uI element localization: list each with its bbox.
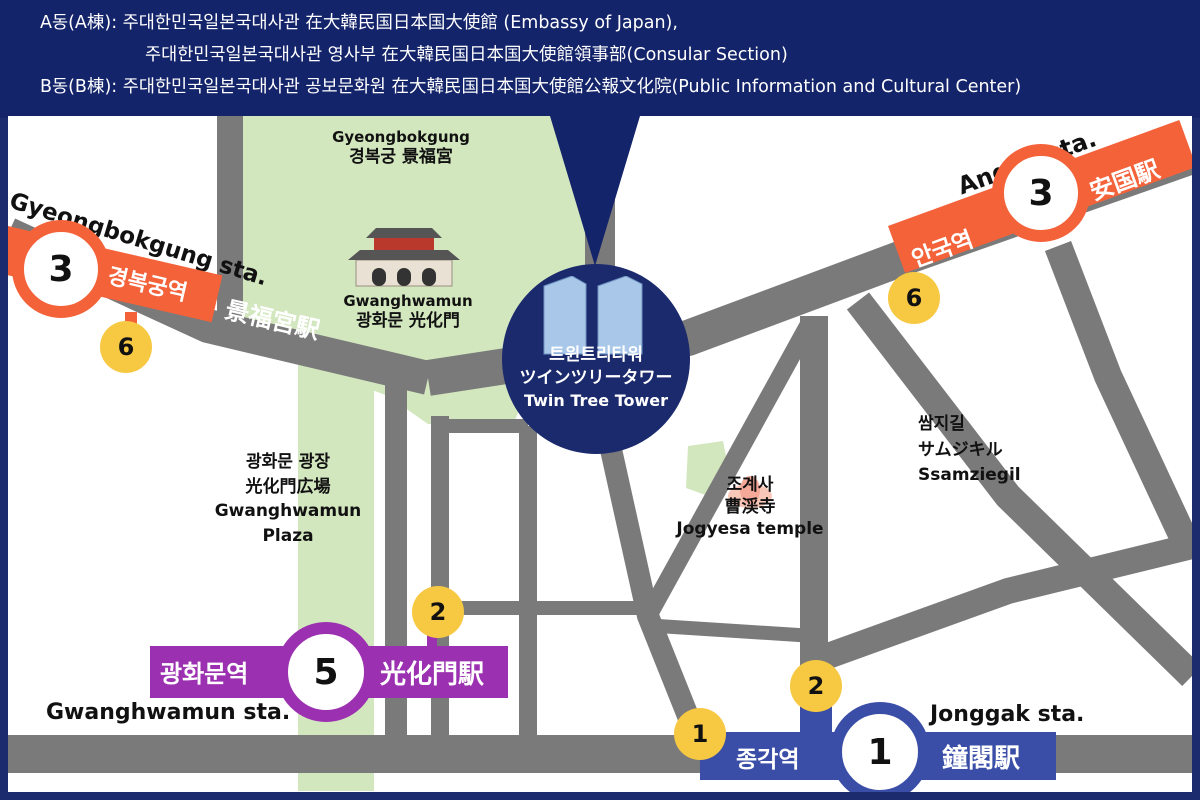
header-line-a: A동(A棟): 주대한민국일본국대사관 在大韓民国日本国大使館 (Embassy… — [40, 12, 678, 34]
gyeongbokgung-en: Gyeongbokgung — [332, 128, 470, 146]
line3-badge-anguk: 3 — [992, 144, 1090, 242]
jogyesa-label: 조계사 曹渓寺 Jogyesa temple — [670, 474, 830, 540]
exit-connector — [427, 632, 437, 650]
gyeongbokgung-label: Gyeongbokgung 경복궁 景福宮 — [326, 128, 476, 168]
plaza-park — [298, 346, 374, 791]
ssamziegil-ja: サムジキル — [918, 439, 1003, 460]
tower-en: Twin Tree Tower — [523, 390, 668, 410]
twin-tree-tower-icon — [543, 276, 643, 355]
plaza-ko: 광화문 광장 — [245, 452, 331, 472]
line5-badge-gwanghwamun: 5 — [276, 622, 376, 722]
header-a-text: 주대한민국일본국대사관 在大韓民国日本国大使館 (Embassy of Japa… — [122, 13, 678, 33]
plaza-en2: Plaza — [262, 525, 314, 546]
gwanghwamun-gate-icon — [348, 228, 460, 287]
gwanghwamun-sta-ja: 光化門駅 — [380, 660, 485, 690]
jonggak-sta-en: Jonggak sta. — [930, 702, 1085, 727]
tower-pointer — [550, 116, 640, 266]
exit-6-gyeongbokgung[interactable]: 6 — [100, 321, 152, 373]
gwanghwamun-sta-ko: 광화문역 — [160, 660, 249, 688]
header-b-text: 주대한민국일본국대사관 공보문화원 在大韓民国日本国大使館公報文化院(Publi… — [122, 77, 1022, 97]
tower-ja: ツインツリータワー — [519, 367, 673, 388]
map-area: Gyeongbokgung 경복궁 景福宮 Gwanghwamun 광화문 光化… — [8, 116, 1192, 792]
jogyesa-en: Jogyesa temple — [676, 519, 824, 540]
header-b-prefix: B동(B棟): — [40, 77, 118, 97]
plaza-ja: 光化門広場 — [245, 476, 331, 497]
exit-2-gwanghwamun[interactable]: 2 — [412, 586, 464, 638]
gwanghwamun-en: Gwanghwamun — [343, 292, 473, 310]
jogyesa-ja: 曹渓寺 — [724, 497, 776, 518]
plaza-en1: Gwanghwamun — [214, 501, 362, 522]
ssamziegil-label: 쌈지길 サムジキル Ssamziegil — [918, 412, 1048, 489]
gwanghwamun-sta-en: Gwanghwamun sta. — [46, 700, 291, 725]
gwanghwamun-label: Gwanghwamun 광화문 光化門 — [338, 292, 478, 332]
jogyesa-ko: 조계사 — [726, 475, 774, 495]
header-a-prefix: A동(A棟): — [40, 13, 118, 33]
gwanghwamun-ko: 광화문 光化門 — [356, 310, 460, 331]
ssamziegil-en: Ssamziegil — [918, 465, 1021, 485]
header-a2-text: 주대한민국일본국대사관 영사부 在大韓民国日本国大使館領事部(Consular … — [145, 45, 788, 65]
exit-1-jonggak[interactable]: 1 — [674, 708, 726, 760]
tower-label: 트윈트리타워 ツインツリータワー Twin Tree Tower — [502, 344, 690, 411]
jonggak-sta-ko: 종각역 — [736, 747, 800, 773]
line3-badge-gyeongbokgung: 3 — [12, 220, 110, 318]
plaza-label: 광화문 광장 光化門広場 Gwanghwamun Plaza — [188, 450, 388, 549]
line1-badge-jonggak: 1 — [830, 702, 930, 792]
header-banner: A동(A棟): 주대한민국일본국대사관 在大韓民国日本国大使館 (Embassy… — [0, 0, 1200, 118]
ssamziegil-ko: 쌈지길 — [918, 414, 965, 434]
twin-tree-tower-marker[interactable] — [502, 264, 690, 454]
header-line-a2: 주대한민국일본국대사관 영사부 在大韓民国日本国大使館領事部(Consular … — [145, 44, 788, 66]
gyeongbokgung-ko: 경복궁 景福宮 — [349, 146, 453, 167]
exit-2-jonggak[interactable]: 2 — [790, 660, 842, 712]
jonggak-sta-ja: 鐘閣駅 — [942, 744, 1021, 774]
lotus-icon — [728, 476, 772, 508]
exit-6-anguk[interactable]: 6 — [888, 272, 940, 324]
header-line-b: B동(B棟): 주대한민국일본국대사관 공보문화원 在大韓民国日本国大使館公報文… — [40, 76, 1021, 98]
tower-ko: 트윈트리타워 — [549, 345, 643, 365]
